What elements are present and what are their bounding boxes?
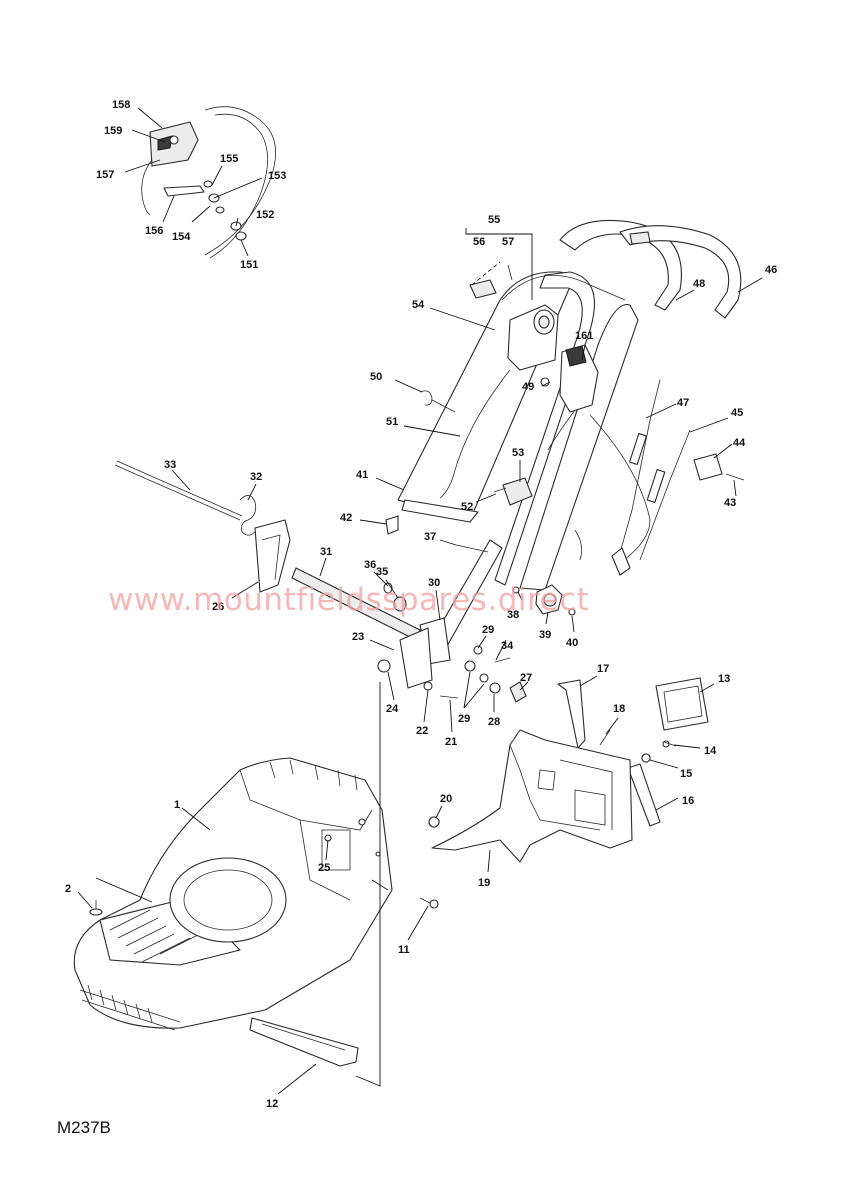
mower-deck — [73, 757, 393, 1031]
callout-45: 45 — [731, 407, 743, 419]
watermark-text: www.mountfieldsspares.direct — [108, 582, 589, 618]
callout-158: 158 — [112, 99, 130, 111]
callout-11: 11 — [398, 944, 410, 956]
callout-42: 42 — [340, 512, 352, 524]
callout-153: 153 — [268, 170, 286, 182]
callout-52: 52 — [461, 501, 473, 513]
callout-1: 1 — [174, 799, 180, 811]
callout-2: 2 — [65, 883, 71, 895]
callout-43: 43 — [724, 497, 736, 509]
callout-56: 56 — [473, 236, 485, 248]
callout-53: 53 — [512, 447, 524, 459]
callout-22: 22 — [416, 725, 428, 737]
callout-49: 49 — [522, 381, 534, 393]
callout-156: 156 — [145, 225, 163, 237]
callout-29a: 29 — [482, 624, 494, 636]
callout-57: 57 — [502, 236, 514, 248]
callout-38: 38 — [507, 609, 519, 621]
callout-47: 47 — [677, 397, 689, 409]
callout-41: 41 — [356, 469, 368, 481]
callout-152: 152 — [256, 209, 274, 221]
callout-27: 27 — [520, 672, 532, 684]
callout-25: 25 — [318, 862, 330, 874]
callout-13: 13 — [718, 673, 730, 685]
callout-50: 50 — [370, 371, 382, 383]
callout-19: 19 — [478, 877, 490, 889]
callout-40: 40 — [566, 637, 578, 649]
callout-20: 20 — [440, 793, 452, 805]
callout-16: 16 — [682, 795, 694, 807]
diagram-code: M237B — [57, 1118, 111, 1137]
callout-54: 54 — [412, 299, 425, 311]
callout-35: 35 — [376, 566, 388, 578]
callout-labels: 158 159 157 155 153 152 156 154 151 55 5… — [65, 99, 777, 1110]
shaft-bracket-assembly — [114, 460, 527, 703]
callout-23: 23 — [352, 631, 364, 643]
callout-154: 154 — [172, 231, 191, 243]
rear-flap-assembly — [428, 677, 709, 863]
callout-55: 55 — [488, 214, 500, 226]
callout-29b: 29 — [458, 713, 470, 725]
callout-51: 51 — [386, 416, 398, 428]
callout-48: 48 — [693, 278, 705, 290]
callout-14: 14 — [704, 745, 717, 757]
callout-34: 34 — [501, 640, 514, 652]
callout-28: 28 — [488, 716, 500, 728]
callout-155: 155 — [220, 153, 238, 165]
callout-151: 151 — [240, 259, 258, 271]
callout-31: 31 — [320, 546, 332, 558]
callout-33: 33 — [164, 459, 176, 471]
callout-37: 37 — [424, 531, 436, 543]
callout-24: 24 — [386, 703, 399, 715]
callout-36: 36 — [364, 559, 376, 571]
callout-32: 32 — [250, 471, 262, 483]
callout-17: 17 — [597, 663, 609, 675]
leader-lines — [77, 107, 763, 1095]
callout-26: 26 — [212, 601, 224, 613]
callout-39: 39 — [539, 629, 551, 641]
callout-157: 157 — [96, 169, 114, 181]
callout-18: 18 — [613, 703, 625, 715]
handle-assembly — [397, 219, 742, 615]
callout-46: 46 — [765, 264, 777, 276]
callout-44: 44 — [733, 437, 746, 449]
callout-161: 161 — [575, 330, 593, 342]
callout-15: 15 — [680, 768, 692, 780]
callout-30: 30 — [428, 577, 440, 589]
callout-159: 159 — [104, 125, 122, 137]
callout-21: 21 — [445, 736, 457, 748]
callout-12: 12 — [266, 1098, 278, 1110]
